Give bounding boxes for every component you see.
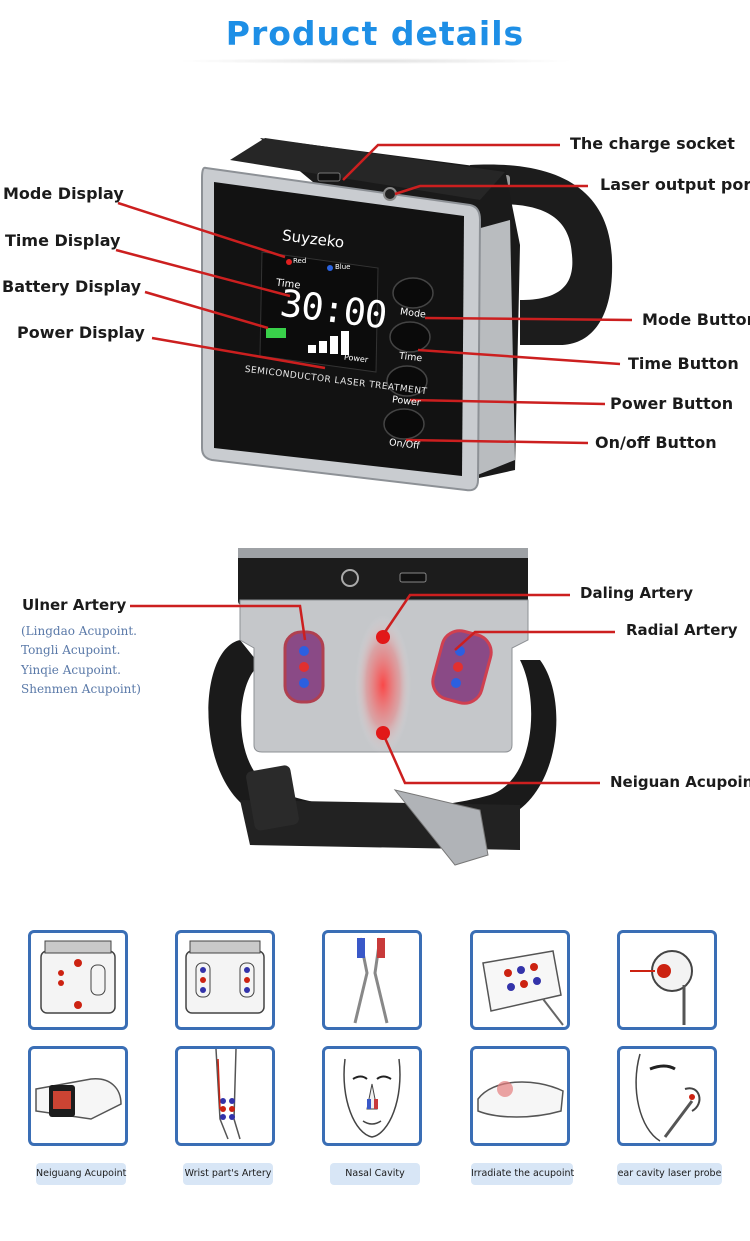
mode-button-shape: [392, 277, 434, 309]
gallery-thumb-7: [175, 1046, 275, 1146]
battery-icon: [266, 328, 286, 338]
gallery-thumb-8: [322, 1046, 422, 1146]
onoff-button-shape: [383, 408, 425, 440]
power-display-label: Power Display: [17, 323, 145, 342]
neiguan-point: [376, 726, 390, 740]
gallery-thumb-10: [617, 1046, 717, 1146]
gallery-thumb-9: [470, 1046, 570, 1146]
gallery-thumb-4: [470, 930, 570, 1030]
acupoint-line-1: (Lingdao Acupoint.: [21, 624, 137, 638]
gallery-thumb-3: [322, 930, 422, 1030]
caption-irradiate: Irradiate the acupoint: [471, 1163, 574, 1185]
acupoint-line-4: Shenmen Acupoint): [21, 682, 141, 696]
device-front-illustration: [115, 138, 633, 492]
daling-artery-label: Daling Artery: [580, 584, 694, 602]
back-buckle: [393, 789, 489, 866]
charge-socket-shape: [317, 172, 341, 182]
caption-neiguang: Neiguang Acupoint: [36, 1163, 126, 1185]
device-back-illustration: [130, 548, 615, 866]
caption-wrist-artery: Wrist part's Artery: [183, 1163, 273, 1185]
time-button-shape: [389, 321, 431, 353]
time-button-callout: Time Button: [628, 354, 739, 373]
caption-nasal-cavity: Nasal Cavity: [330, 1163, 420, 1185]
callout-lines-bottom: [130, 593, 615, 785]
strap: [470, 164, 613, 345]
gallery-thumb-2: [175, 930, 275, 1030]
back-strap: [208, 640, 557, 837]
power-button-callout: Power Button: [610, 394, 734, 413]
callout-lines-top: [115, 143, 633, 445]
page-title: Product details: [225, 14, 525, 53]
onoff-button-callout: On/off Button: [595, 433, 717, 452]
daling-point: [376, 630, 390, 644]
gallery-thumb-1: [28, 930, 128, 1030]
laser-output-port-label: Laser output port: [600, 175, 750, 194]
power-button-shape: [386, 365, 428, 397]
blue-indicator-label: Blue: [335, 263, 351, 271]
charge-socket-label: The charge socket: [570, 134, 735, 153]
neiguan-acupoint-label: Neiguan Acupoint: [610, 773, 750, 791]
time-display-label: Time Display: [5, 231, 121, 250]
caption-ear-probe: ear cavity laser probe: [617, 1163, 722, 1185]
battery-display-label: Battery Display: [2, 277, 141, 296]
red-indicator-label: Red: [293, 257, 307, 265]
acupoint-line-2: Tongli Acupoint.: [21, 643, 121, 657]
gallery-thumb-5: [617, 930, 717, 1030]
radial-artery-label: Radial Artery: [626, 621, 738, 639]
title-shadow: [175, 58, 575, 64]
ulner-artery-label: Ulner Artery: [22, 596, 127, 614]
mode-display-label: Mode Display: [3, 184, 124, 203]
acupoint-line-3: Yinqie Acupoint.: [21, 663, 121, 677]
gallery-thumb-6: [28, 1046, 128, 1146]
mode-button-callout: Mode Button: [642, 310, 750, 329]
